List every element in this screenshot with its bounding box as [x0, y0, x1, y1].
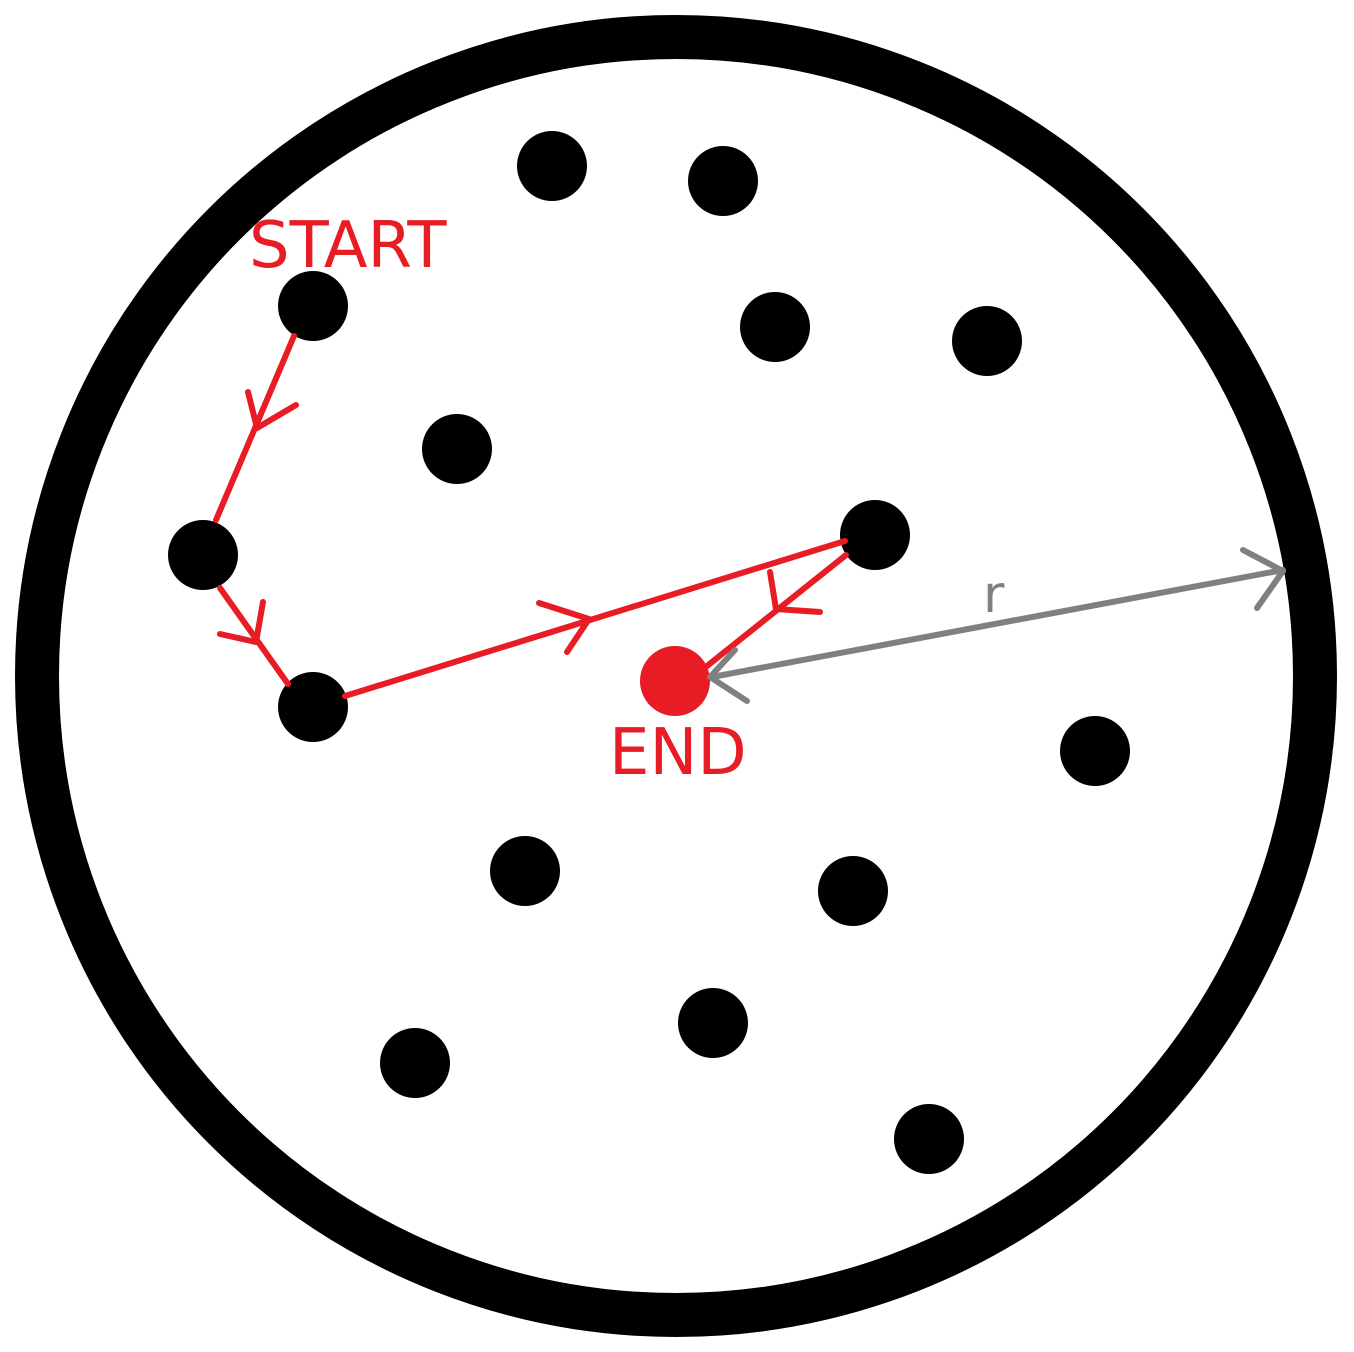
point-start — [278, 271, 348, 341]
chevron-arrow-icon — [217, 599, 266, 645]
point — [818, 856, 888, 926]
chevron-arrow-icon — [245, 389, 299, 431]
point-path-4 — [840, 500, 910, 570]
point — [490, 836, 560, 906]
point — [952, 306, 1022, 376]
chevron-arrow-icon — [767, 569, 823, 615]
point — [380, 1028, 450, 1098]
double-headed-arrow-icon — [707, 547, 1286, 704]
start-label: START — [249, 209, 447, 283]
path-line — [217, 585, 291, 687]
chevron-arrow-icon — [536, 600, 592, 655]
radius-arrowhead-end — [1240, 547, 1286, 611]
end-point — [640, 646, 710, 716]
end-label: END — [609, 716, 747, 790]
point — [894, 1104, 964, 1174]
point-path-3 — [278, 672, 348, 742]
radius-label: r — [983, 565, 1005, 625]
point — [1060, 716, 1130, 786]
point — [422, 414, 492, 484]
radius-line — [709, 567, 1286, 680]
path-line — [699, 552, 849, 673]
points-group — [168, 131, 1130, 1174]
point — [517, 131, 587, 201]
point-path-2 — [168, 520, 238, 590]
boundary-circle — [15, 15, 1337, 1337]
point — [688, 146, 758, 216]
radius-arrowhead-start — [707, 647, 750, 704]
path-line — [342, 538, 848, 699]
walk-path — [213, 333, 849, 699]
point — [678, 988, 748, 1058]
point — [740, 292, 810, 362]
